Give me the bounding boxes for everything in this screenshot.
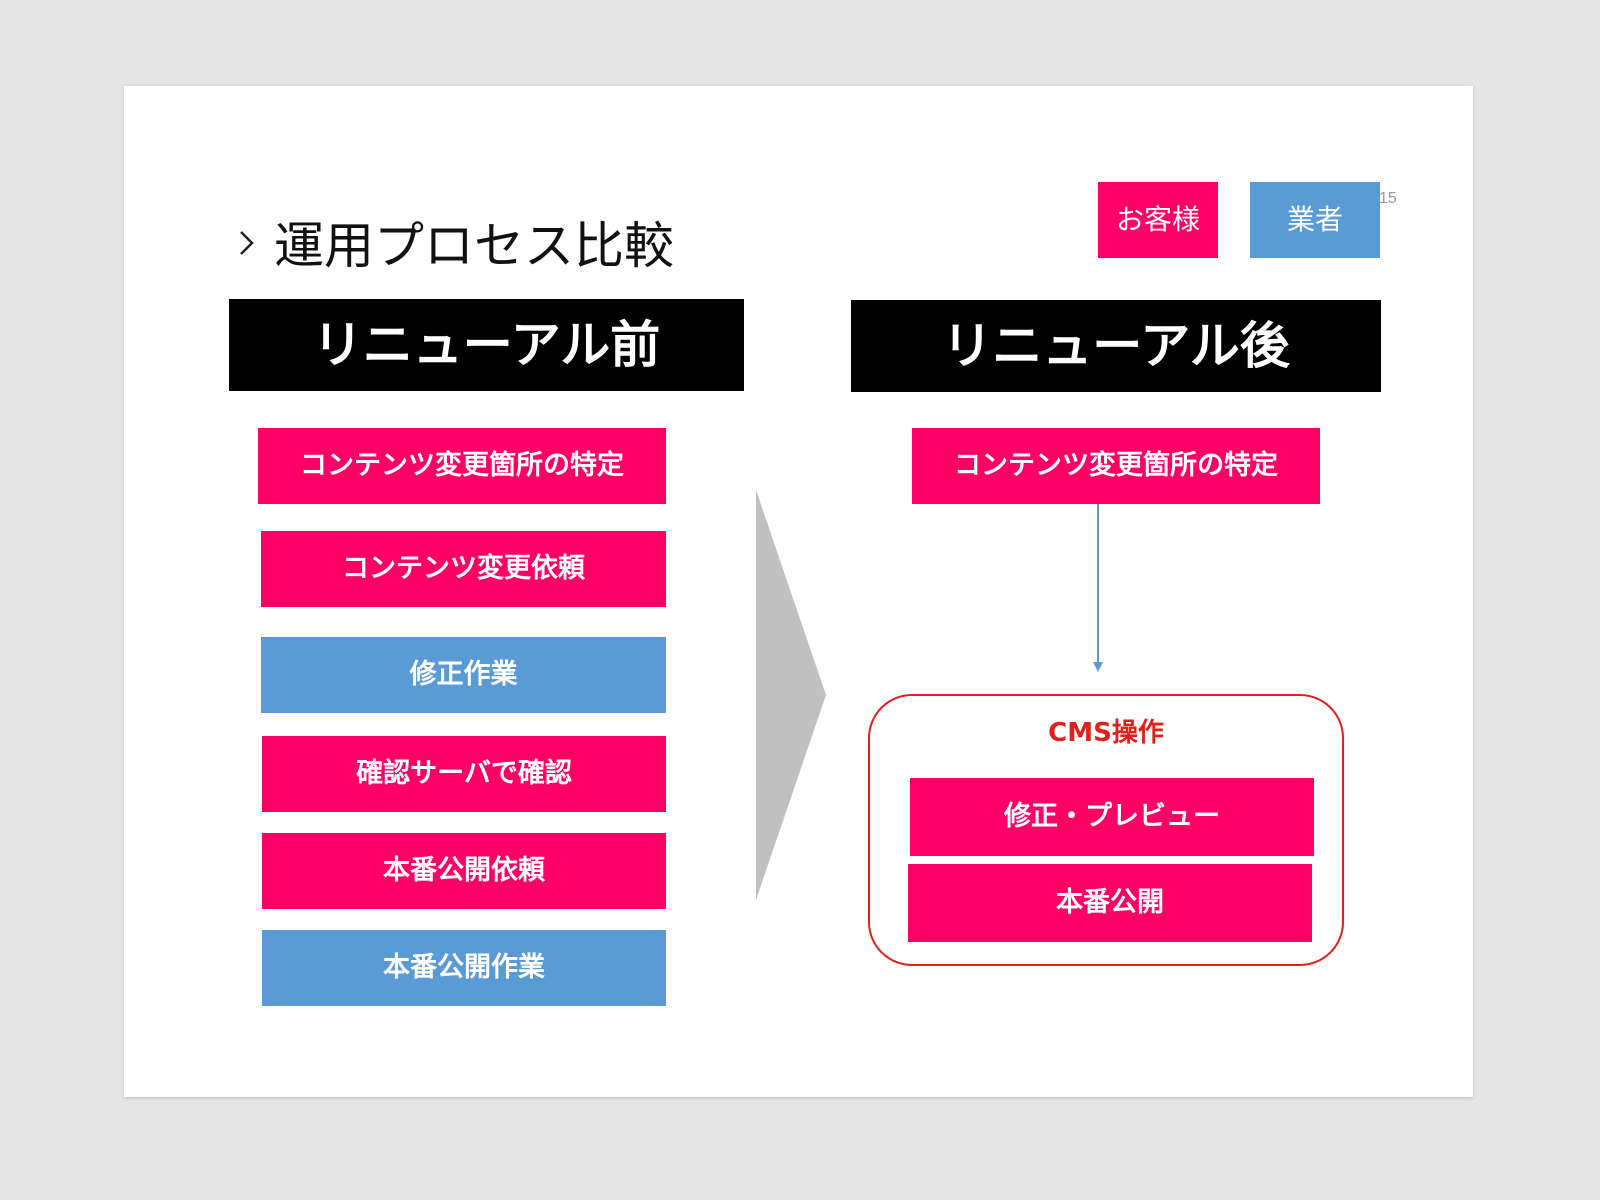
- chevron-right-icon: [240, 231, 254, 255]
- before-step-fix: 修正作業: [261, 637, 666, 713]
- before-step-check: 確認サーバで確認: [262, 736, 666, 812]
- before-step-publish-work: 本番公開作業: [262, 930, 666, 1006]
- cms-step-publish: 本番公開: [908, 864, 1312, 942]
- slide: 運用プロセス比較 15 お客様 業者 リニューアル前 コンテンツ変更箇所の特定 …: [124, 86, 1473, 1097]
- down-arrow-connector: [1093, 504, 1103, 672]
- cms-operations-group: [868, 694, 1344, 966]
- after-header: リニューアル後: [851, 300, 1381, 392]
- cms-group-label: CMS操作: [1048, 718, 1164, 748]
- before-step-request: コンテンツ変更依頼: [261, 531, 666, 607]
- before-step-publish-request: 本番公開依頼: [262, 833, 666, 909]
- legend-vendor: 業者: [1250, 182, 1380, 258]
- page-number: 15: [1379, 190, 1397, 207]
- cms-step-edit-preview: 修正・プレビュー: [910, 778, 1314, 856]
- after-step-identify: コンテンツ変更箇所の特定: [912, 428, 1320, 504]
- legend-customer: お客様: [1098, 182, 1218, 258]
- before-header: リニューアル前: [229, 299, 744, 391]
- slide-title: 運用プロセス比較: [274, 217, 674, 275]
- before-step-identify: コンテンツ変更箇所の特定: [258, 428, 666, 504]
- transition-arrow: [756, 490, 826, 900]
